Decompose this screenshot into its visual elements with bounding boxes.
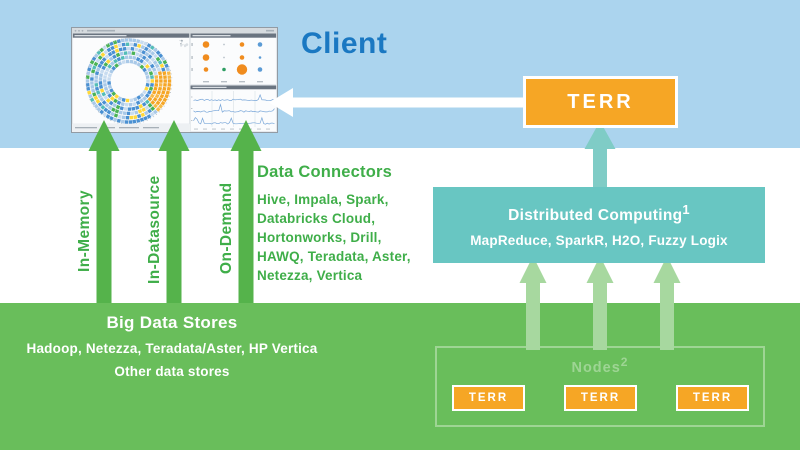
dashboard-visualizations [72,28,277,132]
footnote-superscript: 2 [620,355,629,369]
nodes-title: Nodes2 [571,355,629,376]
arrow-label-on-demand: On-Demand [218,182,235,274]
data-connectors-title: Data Connectors [257,163,393,181]
terr-worker-node: TERR [452,385,525,411]
data-connectors-line: Databricks Cloud, [257,211,376,226]
distributed-computing-node: Distributed Computing1 MapReduce, SparkR… [433,187,765,263]
arrow-label-in-datasource: In-Datasource [146,175,163,284]
terr-worker-node: TERR [564,385,637,411]
data-connectors-block: Data Connectors Hive, Impala, Spark, Dat… [257,163,411,285]
footnote-superscript: 1 [682,202,690,218]
scatter-plot [190,33,277,85]
big-data-stores-line: Other data stores [114,364,230,379]
big-data-stores-block: Big Data Stores Hadoop, Netezza, Teradat… [12,313,332,379]
terr-node: TERR [523,76,678,128]
big-data-stores-title: Big Data Stores [106,313,238,332]
data-connectors-line: Hive, Impala, Spark, [257,192,389,207]
distributed-computing-title: Distributed Computing1 [508,202,690,225]
data-connectors-line: HAWQ, Teradata, Aster, [257,249,411,264]
big-data-stores-line: Hadoop, Netezza, Teradata/Aster, HP Vert… [26,341,318,356]
terr-worker-node: TERR [676,385,749,411]
donut-chart [72,33,190,132]
client-title: Client [301,27,388,60]
data-connectors-line: Netezza, Vertica [257,268,363,283]
arrow-label-in-memory: In-Memory [76,190,93,272]
client-dashboard-screenshot [71,27,278,133]
sparkline-panel [190,85,277,132]
data-connectors-line: Hortonworks, Drill, [257,230,382,245]
distributed-computing-subtitle: MapReduce, SparkR, H2O, Fuzzy Logix [470,232,728,248]
